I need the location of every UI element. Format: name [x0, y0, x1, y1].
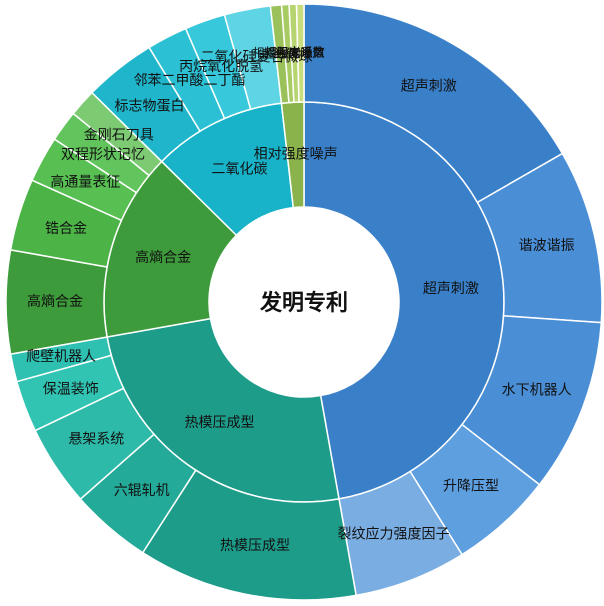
sunburst-labels: 超声刺激超声刺激谐波谐振水下机器人升降压型裂纹应力强度因子热模压成型热模压成型六…: [26, 45, 574, 555]
inner-label-1: 热模压成型: [185, 415, 255, 431]
outer-label-1-4: 爬壁机器人: [26, 349, 96, 365]
outer-label-0-4: 裂纹应力强度因子: [337, 525, 449, 542]
outer-label-2-1: 锆合金: [45, 221, 87, 237]
outer-label-1-1: 六辊轧机: [114, 483, 170, 499]
inner-label-3: 二氧化碳: [212, 161, 268, 177]
outer-label-3-0: 标志物蛋白: [115, 99, 185, 115]
inner-label-4: 相对强度噪声: [254, 147, 338, 163]
inner-label-2: 高熵合金: [135, 249, 191, 266]
outer-label-2-3: 双程形状记忆: [61, 147, 145, 163]
center-hole: [209, 207, 399, 397]
outer-label-2-4: 金刚石刀具: [84, 128, 154, 144]
outer-label-2-0: 高熵合金: [27, 293, 83, 310]
outer-label-4-2: 相干光通信: [265, 46, 325, 60]
outer-label-0-3: 升降压型: [443, 479, 499, 495]
chart-title: 发明专利: [259, 290, 348, 316]
outer-label-0-1: 谐波谐振: [519, 238, 575, 254]
outer-label-3-2: 丙烷氧化脱氢: [179, 59, 263, 75]
outer-label-3-1: 邻苯二甲酸二丁酯: [134, 72, 246, 89]
outer-label-4-0: 超透镜: [263, 46, 299, 61]
sunburst-arcs: [5, 3, 603, 601]
outer-label-0-2: 水下机器人: [502, 383, 572, 399]
outer-label-4-3: 阻力系数: [277, 45, 325, 60]
outer-label-1-3: 保温装饰: [43, 381, 99, 397]
outer-label-1-2: 悬架系统: [68, 431, 124, 447]
outer-label-1-0: 热模压成型: [220, 538, 290, 554]
outer-label-4-1: 相对强度噪声: [252, 45, 324, 60]
outer-segment-4-3[interactable]: [295, 3, 305, 103]
outer-label-2-2: 高通量表征: [50, 174, 120, 191]
outer-label-0-0: 超声刺激: [401, 77, 457, 94]
outer-label-3-3: 二氧化硅复合微球: [201, 49, 313, 66]
inner-label-0: 超声刺激: [423, 280, 479, 297]
